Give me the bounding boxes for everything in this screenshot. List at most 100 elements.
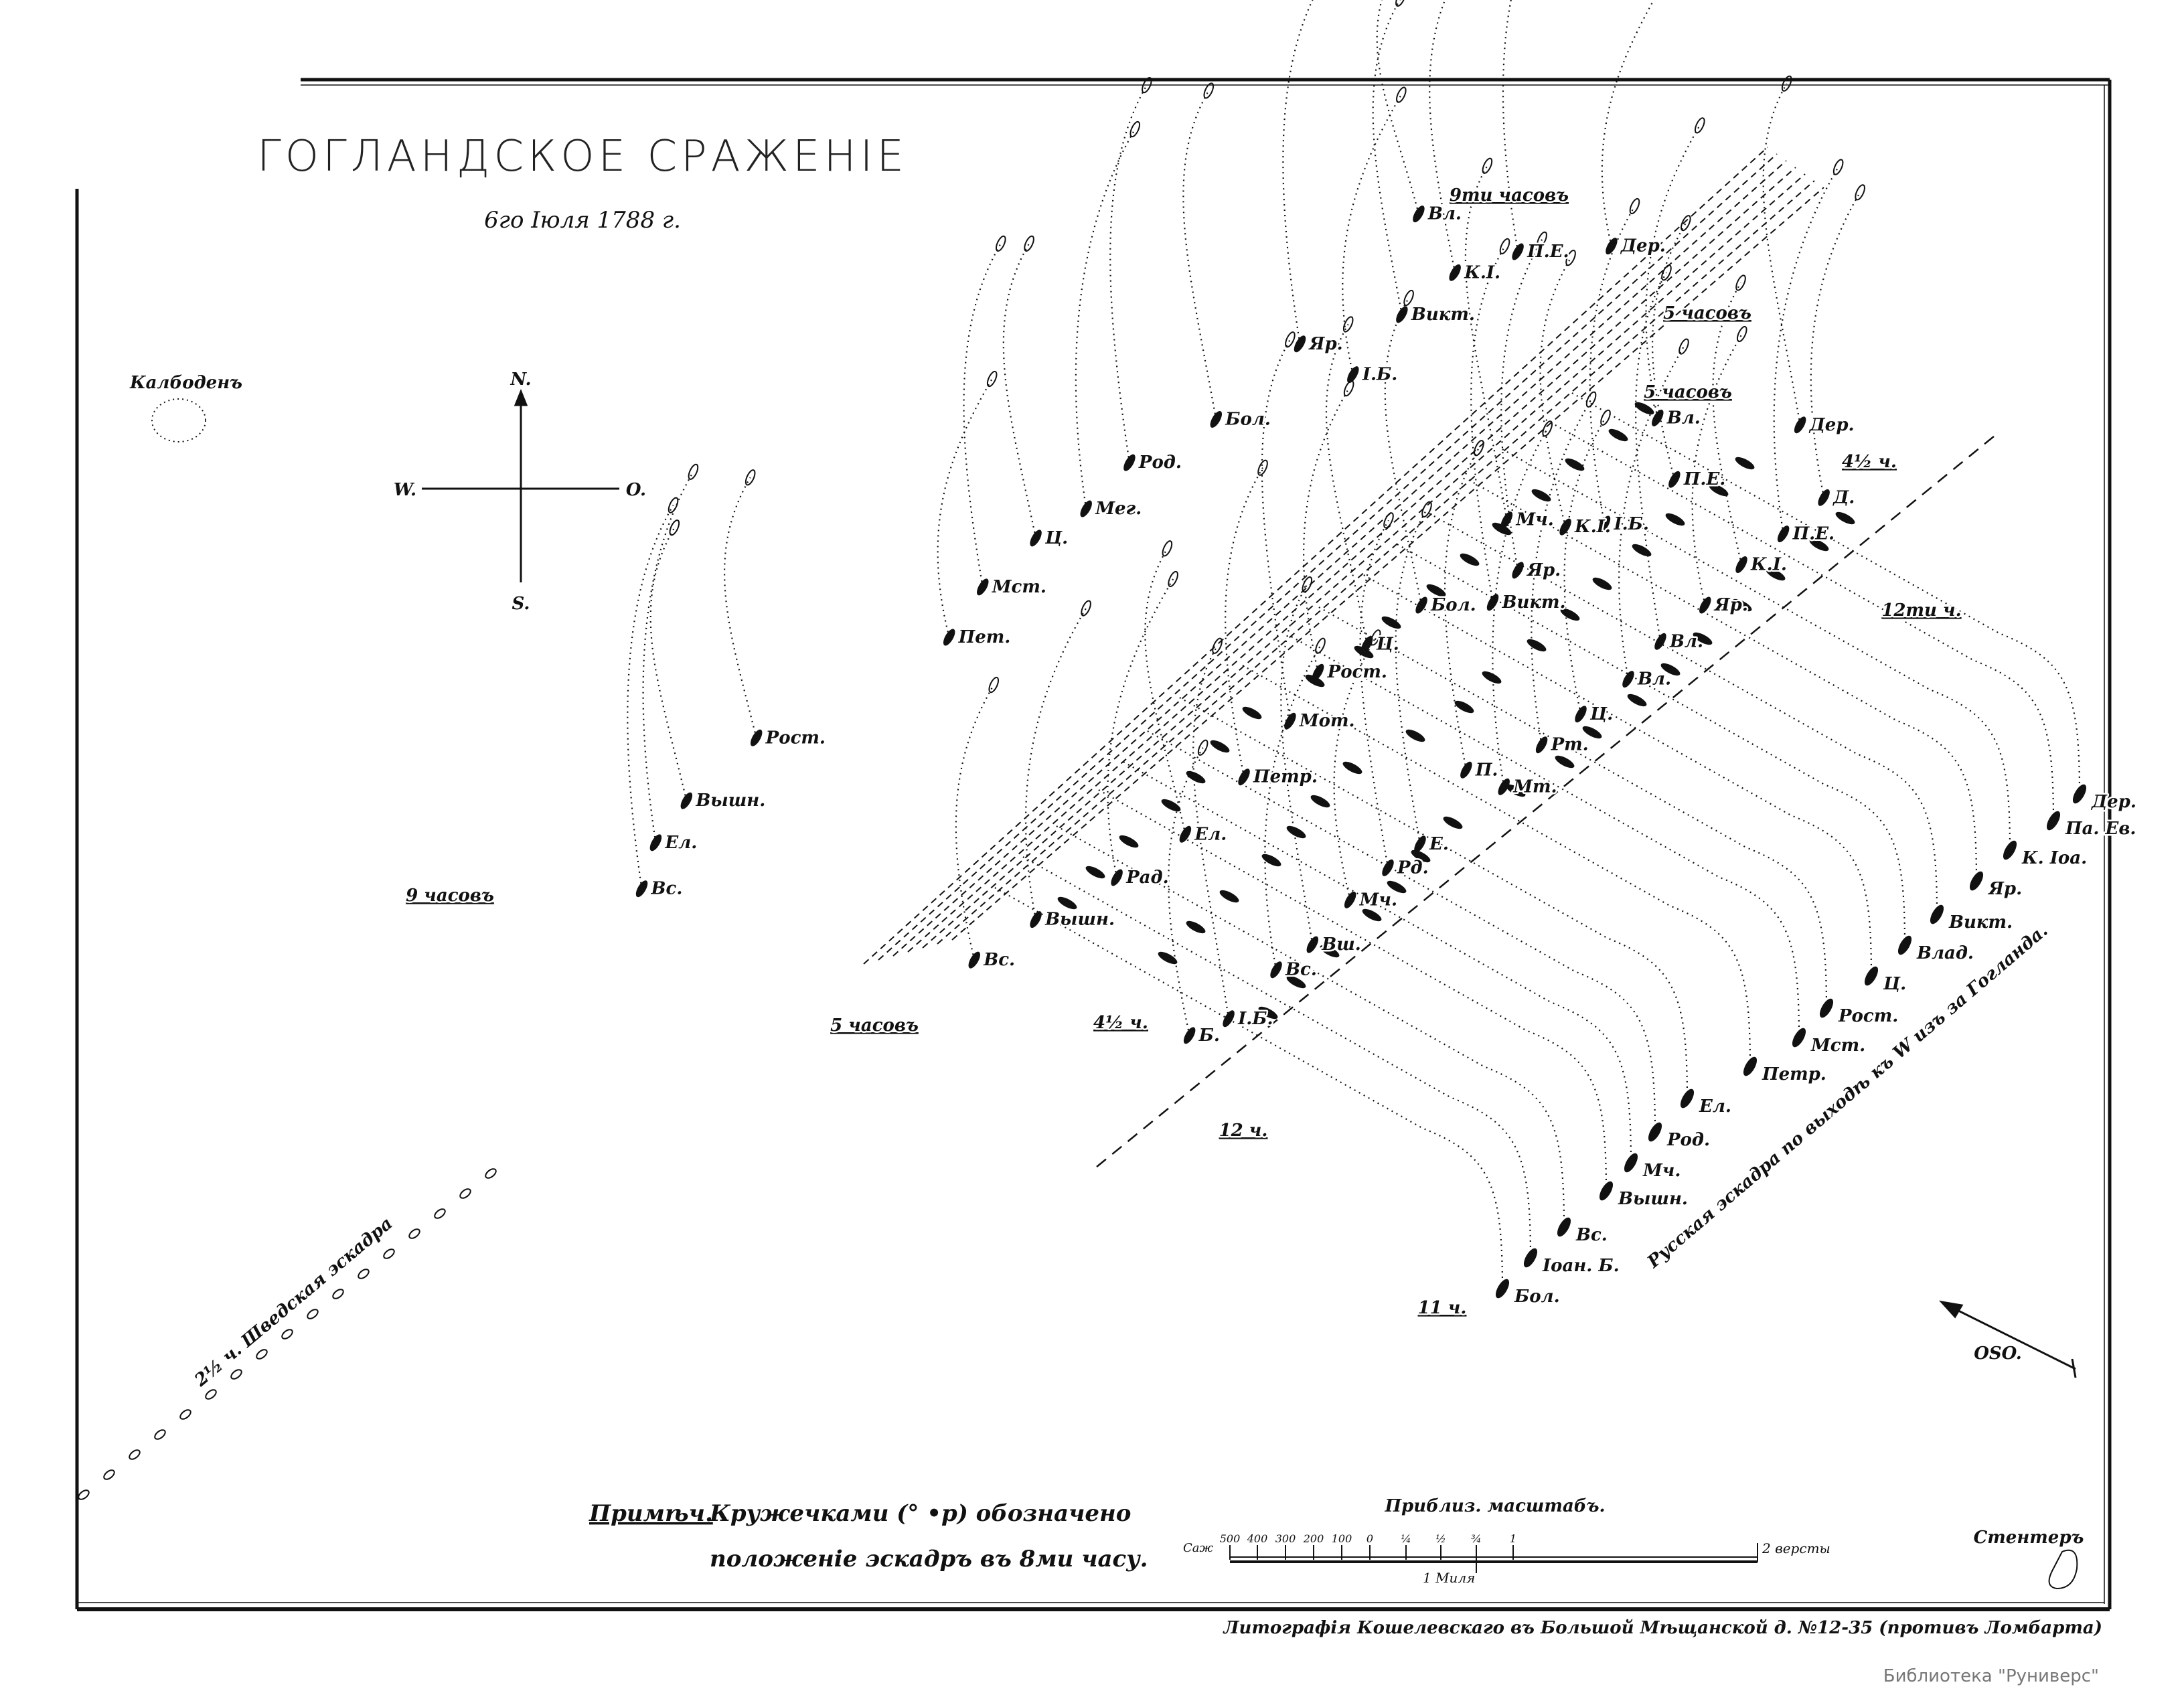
ship-marker-icon [1969,871,1984,891]
ship-label: Іоан. Б. [1542,1256,1620,1276]
ship-marker-icon [1766,568,1786,581]
ship-marker-icon [1057,896,1077,910]
ship-label: Вл. [1669,631,1703,651]
ship-marker-icon [1161,799,1181,812]
scale-tick-label: 500 [1220,1532,1241,1545]
swedish-ship-icon [281,1329,293,1340]
ship-label: Ц. [1376,634,1399,654]
ship-marker-icon [1286,825,1306,839]
ship-label: Мч. [1359,890,1397,910]
ship-track [1652,222,1687,480]
retreat-track [892,160,1787,957]
compass-north: N. [510,370,531,390]
wind-label: OSO. [1974,1344,2022,1364]
ship-label: Рост. [1838,1006,1898,1026]
ship-marker-icon [1286,975,1306,989]
ship-label: К.І. [1750,554,1787,574]
ship-marker-icon [1482,671,1502,684]
ship-label: Мт. [1512,777,1557,797]
ship-start-icon [1832,159,1844,175]
ship-track [937,378,993,638]
ship-marker-icon [649,834,662,852]
ship-start-icon [668,497,679,513]
ship-marker-icon [1305,674,1325,687]
ship-label: Яр. [1713,595,1748,615]
ship-track [1146,730,1656,1133]
ship-marker-icon [1223,1010,1235,1028]
ship-start-icon [1395,0,1406,7]
ship-marker-icon [1500,511,1513,529]
ship-label: Вс. [1575,1225,1608,1245]
ship-start-icon [1735,274,1746,291]
ship-start-icon [1024,235,1034,252]
ship-label: Вл. [1427,204,1462,224]
compass-rose [422,388,619,582]
ship-marker-icon [1085,866,1105,879]
ship-track [1075,129,1136,509]
ship-marker-icon [1930,904,1944,924]
ship-marker-icon [1792,1028,1806,1048]
ship-track [993,886,1504,1289]
ship-label: Мст. [992,577,1046,597]
ship-start-icon [1629,197,1640,215]
ship-start-icon [1537,231,1547,248]
ship-start-icon [1736,325,1747,343]
ship-marker-icon [1179,825,1192,843]
ship-marker-icon [1531,489,1551,502]
ship-track [955,684,995,961]
ship-start-icon [986,370,998,388]
ship-start-icon [1482,157,1493,174]
ship-marker-icon [1732,598,1752,612]
ship-marker-icon [1119,835,1139,848]
ship-marker-icon [1512,243,1524,260]
ship-track [1107,578,1174,878]
ship-label: Вс. [983,950,1015,970]
ship-label: Дер. [2090,792,2136,812]
ship-marker-icon [1582,726,1602,739]
ship-label: Род. [1666,1130,1710,1150]
swedish-ship-icon [358,1269,370,1279]
ship-start-icon [1499,238,1510,254]
ship-start-icon [1285,331,1296,348]
ship-marker-icon [1111,869,1123,886]
ship-label: Ел. [1194,824,1227,844]
retreat-track [878,153,1778,961]
signature-flourish [2048,1549,2078,1590]
scale-tick-label: ¼ [1401,1532,1411,1545]
ship-marker-icon [1454,700,1474,714]
swedish-ship-icon [459,1188,471,1199]
ship-label: Мч. [1515,510,1553,530]
ship-label: Петр. [1253,767,1318,787]
retreat-track [937,180,1815,945]
retreat-track [863,147,1768,965]
ship-track [724,477,757,738]
ship-track [1635,272,1667,642]
ship-marker-icon [1622,671,1634,688]
ship-label: Дер. [1620,236,1666,256]
ship-track [1182,90,1217,420]
ship-marker-icon [1219,890,1239,903]
ship-marker-icon [1183,1027,1196,1044]
ship-marker-icon [1310,795,1330,808]
ship-label: Бол. [1430,595,1476,615]
ship-start-icon [1585,391,1597,408]
time-label: 9ти часовъ [1450,185,1569,206]
ship-label: Вышн. [695,791,765,811]
ship-label: Рост. [765,728,826,748]
ship-label: Яр. [1987,879,2022,899]
ship-track [1317,606,1828,1009]
ship-marker-icon [1668,471,1681,488]
ship-label: Вышн. [1044,910,1115,930]
ship-marker-icon [1809,538,1829,552]
ship-marker-icon [977,578,989,596]
ship-marker-icon [1320,945,1340,958]
ship-marker-icon [1693,632,1713,645]
ship-track [1762,83,1801,425]
ship-label: Мег. [1095,499,1142,519]
ship-marker-icon [1575,706,1587,723]
ship-start-icon [1403,289,1414,307]
ship-label: Викт. [1948,912,2013,932]
retreat-track [907,167,1796,953]
ship-label: П.Е. [1683,469,1726,489]
